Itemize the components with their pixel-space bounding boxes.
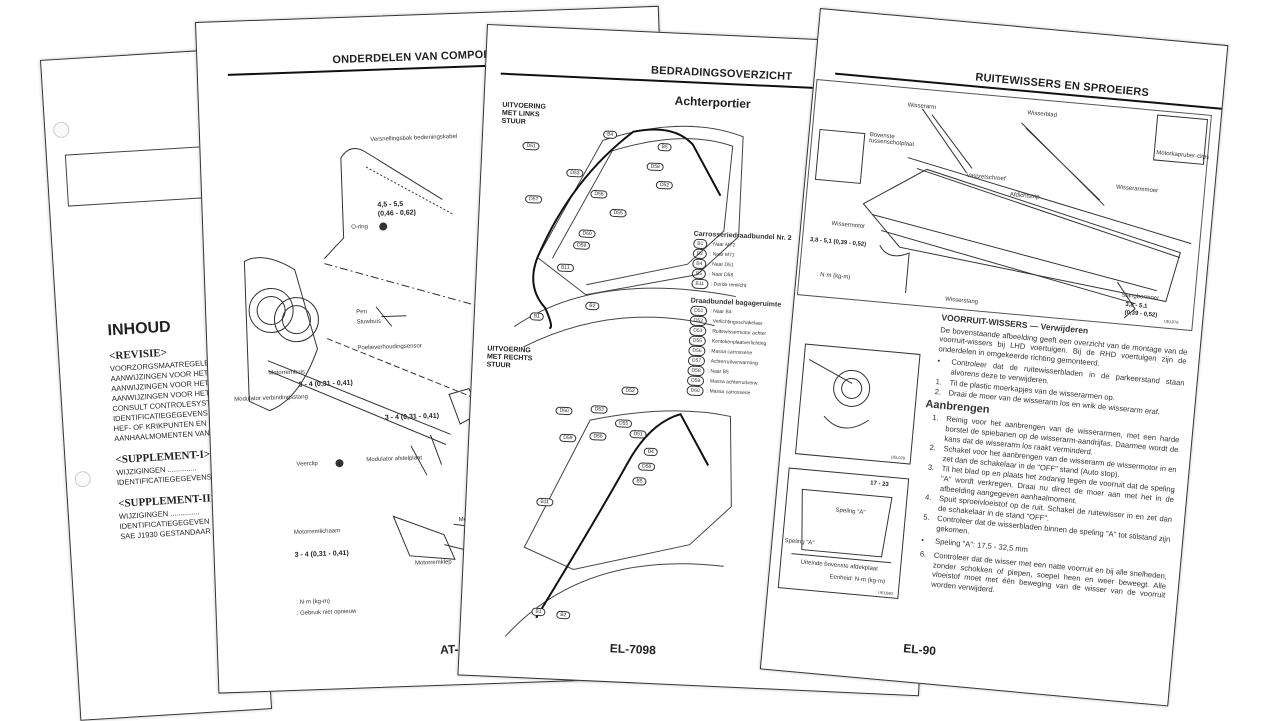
connector-bubble: D56 <box>589 432 607 441</box>
legend-torque-unit: : N·m (kg-m) <box>296 598 331 606</box>
connector-desc: : Naar B5 <box>707 368 729 376</box>
connector-bubble: D52 <box>655 180 674 190</box>
connector-bubble: D53 <box>590 405 608 414</box>
manual-page-wiring: BEDRADINGSOVERZICHT Achterportier UITVOE… <box>457 24 949 697</box>
do-not-reuse-icon <box>379 222 388 231</box>
torque-value: (0,46 - 0,62) <box>377 209 417 218</box>
connector-desc: : Massa carrosserie <box>708 348 753 357</box>
connector-code: D60 <box>686 385 704 397</box>
connector-bubble: D57 <box>524 194 543 204</box>
connector-bubble: B11 <box>536 497 554 507</box>
connector-desc: : Naar M71 <box>709 251 735 259</box>
wiper-diagram <box>777 108 1209 600</box>
connector-bubble: D55 <box>614 419 633 428</box>
do-not-reuse-icon <box>335 459 344 468</box>
page-number: EL-7098 <box>609 641 657 658</box>
connector-bubble: B5 <box>632 477 647 486</box>
part-label: Motorremklep <box>414 559 452 567</box>
connector-bubble: D56 <box>590 189 608 199</box>
connector-bubble: D60 <box>555 406 573 416</box>
connector-code: B5 <box>691 268 707 280</box>
connector-bubble: D51 <box>629 429 647 439</box>
instructions-text: VOORRUIT-WISSERS — Verwijderen De bovens… <box>917 312 1189 611</box>
connector-bubble: B5 <box>657 142 672 152</box>
connector-desc: : Ruitewissermotor achter <box>709 328 767 337</box>
connector-bubble: D55 <box>609 208 627 218</box>
connector-bubble: D52 <box>621 386 639 396</box>
legend-body-harness: Carrosseriedraadbundel Nr. 2 B1: Naar M7… <box>686 230 792 400</box>
part-label: Pen <box>356 309 368 316</box>
connector-bubble: D51 <box>522 141 540 151</box>
connector-desc: : Massa achterruitverw. <box>707 378 759 387</box>
connector-bubble: B4 <box>602 130 618 140</box>
connector-bubble: B11 <box>556 263 574 273</box>
connector-bubble: B4 <box>643 447 659 457</box>
part-label: Stuwbuis <box>356 318 382 326</box>
page-number: EL-90 <box>902 641 937 659</box>
connector-bubble: D58 <box>637 462 656 472</box>
wiring-diagram <box>504 125 744 637</box>
connector-bubble: D59 <box>559 433 577 443</box>
part-label: Motorrembuis <box>268 369 306 377</box>
part-label: Veerclip <box>296 460 318 468</box>
connector-desc: : Kentekenplaatverlichting <box>708 338 767 347</box>
connector-bubble: B1 <box>529 312 545 321</box>
connector-bubble: B2 <box>556 610 571 620</box>
connector-bubble: B2 <box>585 301 600 311</box>
connector-code: B11 <box>691 278 709 290</box>
connector-bubble: D53 <box>566 168 584 178</box>
connector-desc: : Massa carrosserie <box>706 388 751 397</box>
connector-desc: : Naar D51 <box>709 261 734 269</box>
connector-desc: : Derde remlicht <box>710 281 747 290</box>
punch-hole <box>52 121 70 139</box>
connector-desc: : Naar M72 <box>710 241 736 249</box>
connector-bubble: D60 <box>578 229 596 239</box>
connector-code: B1 <box>693 238 708 250</box>
connector-bubble: D59 <box>572 241 591 250</box>
connector-desc: : Achterruitverwarming <box>707 358 758 367</box>
part-label: O-ring <box>351 224 369 231</box>
connector-bubble: B1 <box>531 607 546 617</box>
connector-desc: : Verlichtingsschakelaar <box>709 318 763 327</box>
punch-hole <box>74 470 92 488</box>
connector-code: B4 <box>692 258 707 270</box>
connector-desc: : Naar B4 <box>710 308 732 316</box>
connector-desc: : Naar D58 <box>708 271 734 279</box>
connector-bubble: D58 <box>646 162 665 172</box>
torque-value: 4,5 - 5,5 <box>377 200 404 209</box>
manual-page-wipers: RUITEWISSERS EN SPROEIERS Wisserarm Wiss… <box>759 8 1229 707</box>
connector-code: B2 <box>692 248 708 260</box>
